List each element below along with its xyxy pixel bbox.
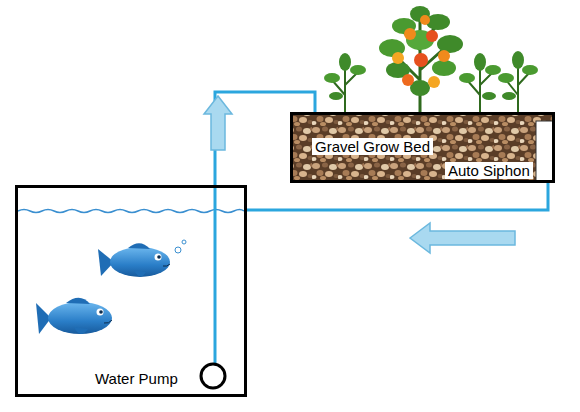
- fish: [36, 298, 112, 334]
- tomato-plant-part: [392, 52, 404, 64]
- water-line-part: [18, 210, 244, 213]
- flow-arrow: [204, 96, 232, 150]
- fish-part: [157, 255, 161, 259]
- pump-pipe-part: [214, 188, 217, 363]
- tomato-plant-part: [414, 53, 428, 67]
- tomato-plant-part: [404, 28, 416, 40]
- pipe-line: [247, 183, 548, 210]
- fish-part: [99, 310, 103, 314]
- gravel-bed: [290, 112, 555, 183]
- flow-arrow-part: [410, 223, 515, 253]
- fish-part: [66, 298, 90, 304]
- small-plant-part: [502, 92, 516, 100]
- small-plant-part: [485, 65, 501, 75]
- small-plant-part: [522, 65, 538, 75]
- fish-part: [128, 243, 150, 249]
- tomato-plant-part: [438, 50, 450, 62]
- fish-part: [134, 270, 146, 277]
- small-plant-part: [474, 53, 486, 71]
- small-plant: [498, 51, 538, 112]
- gravel-bed-part: [536, 121, 553, 181]
- fish-tank: Water Pump: [15, 185, 247, 397]
- small-plant-part: [339, 53, 351, 71]
- fish-part: [104, 320, 112, 323]
- tomato-plant-part: [420, 15, 430, 25]
- tomato-plant-part: [437, 35, 463, 53]
- fish-part: [74, 327, 88, 334]
- pump-pipe-part: [201, 364, 225, 388]
- flow-arrow-part: [204, 96, 232, 150]
- small-plant-part: [329, 92, 343, 100]
- siphon-label: Auto Siphon: [445, 162, 533, 179]
- flow-arrow: [410, 223, 515, 253]
- fish-part: [97, 309, 104, 316]
- tomato-plant: [379, 6, 463, 112]
- small-plant-part: [350, 65, 366, 75]
- small-plant-part: [324, 73, 340, 83]
- small-plant-part: [482, 92, 496, 100]
- fish-part: [155, 254, 162, 261]
- tomato-plant-part: [426, 30, 438, 42]
- fish-part: [48, 302, 112, 334]
- gravel-bed-part: [290, 112, 555, 183]
- bed-label: Gravel Grow Bed: [312, 138, 433, 155]
- pipe-layer: [215, 92, 548, 210]
- water-pipe: [247, 183, 548, 210]
- pump-label: Water Pump: [95, 370, 178, 387]
- small-plant-part: [498, 73, 514, 83]
- fish-part: [175, 247, 181, 253]
- small-plant: [459, 53, 501, 112]
- pipe-line: [215, 92, 315, 185]
- fish: [98, 240, 186, 277]
- tomato-plant-part: [432, 60, 456, 76]
- tomato-plant-part: [426, 14, 450, 30]
- water-pipe: [215, 92, 315, 185]
- small-plant: [324, 53, 366, 112]
- fish-part: [182, 240, 186, 244]
- tomato-plant-part: [428, 76, 440, 88]
- small-plant-part: [459, 73, 475, 83]
- pump-pipe: [201, 188, 225, 388]
- water-line: [18, 210, 244, 213]
- fish-part: [110, 247, 170, 277]
- fish-part: [163, 264, 170, 266]
- small-plant-part: [512, 51, 524, 69]
- grow-bed: Gravel Grow BedAuto Siphon: [290, 112, 555, 183]
- tomato-plant-part: [402, 74, 414, 86]
